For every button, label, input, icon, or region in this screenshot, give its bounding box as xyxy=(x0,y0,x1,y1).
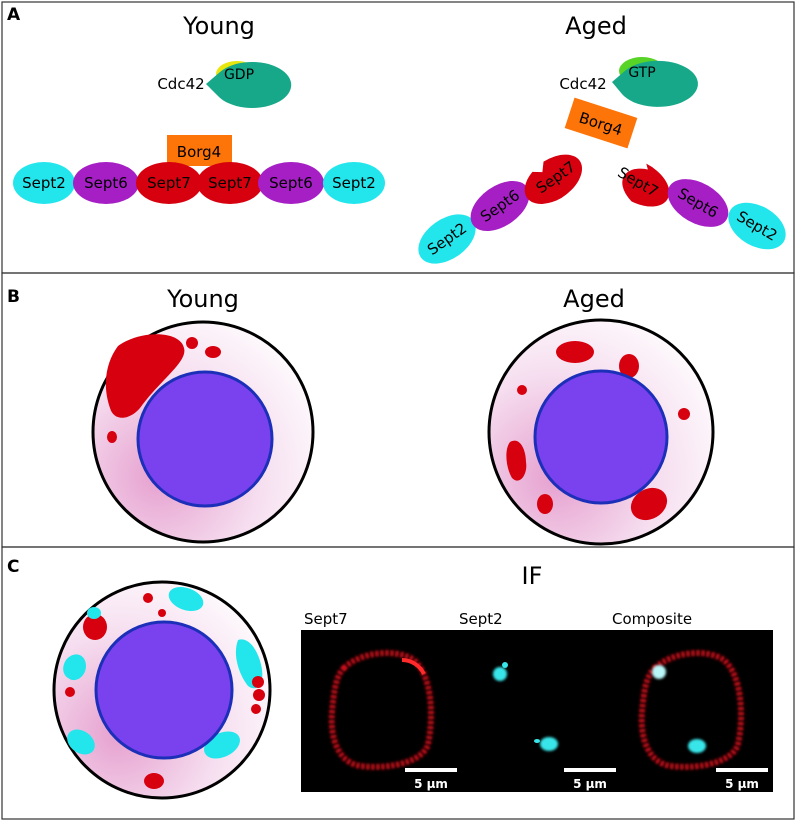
panel-c-if-title: IF xyxy=(522,562,543,590)
panel-a-frame xyxy=(1,1,795,274)
aged-septin-dot-2 xyxy=(678,408,690,420)
panel-c-sept7-dot-4 xyxy=(252,676,264,688)
scale-bar-label-2: 5 µm xyxy=(573,777,607,791)
young-septin-dot-3 xyxy=(107,431,117,443)
panel-c-sept2-blob-2 xyxy=(63,654,86,681)
young-sept2-left-shape xyxy=(13,162,75,204)
if-sept2-spot-3 xyxy=(540,737,558,751)
panel-a-young-title: Young xyxy=(182,12,255,40)
young-sept6-right-shape xyxy=(258,162,324,204)
if-composite-image xyxy=(638,650,745,770)
young-septin-dot-1 xyxy=(186,337,198,349)
if-sept7-bright-spot xyxy=(401,658,426,675)
if-label-composite: Composite xyxy=(612,610,692,628)
young-cdc42-label: Cdc42 xyxy=(157,75,204,93)
panel-a-letter: A xyxy=(7,5,21,25)
panel-a-aged-title: Aged xyxy=(565,12,627,40)
panel-c-sept7-dot-7 xyxy=(144,773,164,789)
aged-gtp-label: GTP xyxy=(628,65,655,81)
if-sept2-image xyxy=(493,662,558,751)
scale-bar-2 xyxy=(564,768,616,772)
if-sept7-ring xyxy=(328,650,435,770)
aged-septin-blob-3 xyxy=(506,440,527,481)
aged-cdc42-complex: Cdc42 GTP Borg4 xyxy=(559,57,698,149)
if-label-sept2: Sept2 xyxy=(459,610,503,628)
young-chain-label-2: Sept6 xyxy=(84,174,128,192)
panel-c-sept7-dot-6 xyxy=(251,704,261,714)
if-sept2-spot-4 xyxy=(534,739,540,743)
aged-right-sept2-shape xyxy=(728,202,786,250)
if-composite-spot-2 xyxy=(688,739,706,753)
panel-c-sept2-blob-3 xyxy=(235,639,263,689)
if-composite-spot-1 xyxy=(652,665,666,679)
young-sept7-right-shape xyxy=(197,162,263,204)
young-chain-label-6: Sept2 xyxy=(332,174,376,192)
panel-c-sept7-dot-5 xyxy=(253,689,265,701)
young-gdp-label: GDP xyxy=(224,67,254,83)
panel-b-young-title: Young xyxy=(166,285,239,313)
panel-c-sept2-blob-4 xyxy=(67,729,95,755)
young-sept7-left-shape xyxy=(136,162,202,204)
panel-c-letter: C xyxy=(7,557,19,577)
aged-nucleus xyxy=(533,369,669,505)
aged-cdc42-shape xyxy=(612,60,698,107)
young-septin-dot-2 xyxy=(205,346,221,358)
young-cell xyxy=(91,320,315,544)
young-chain-label-1: Sept2 xyxy=(22,174,66,192)
aged-septin-dot-1 xyxy=(517,385,527,395)
scale-bar-label-3: 5 µm xyxy=(725,777,759,791)
young-borg4-label: Borg4 xyxy=(177,143,221,161)
aged-septin-blob-1 xyxy=(556,341,594,363)
young-cdc42-shape xyxy=(206,61,292,108)
panel-b-aged-title: Aged xyxy=(563,285,625,313)
aged-septin-blob-5 xyxy=(630,487,668,521)
panel-c-frame xyxy=(1,546,795,820)
aged-septin-blob-2 xyxy=(619,354,639,378)
young-nucleus xyxy=(136,370,274,508)
panel-c-nucleus xyxy=(94,620,234,760)
if-sept2-spot-2 xyxy=(502,662,508,668)
aged-borg4: Borg4 xyxy=(564,97,638,149)
aged-right-filament: Sept7 Sept6 Sept2 xyxy=(615,163,786,250)
panel-c-sept7-dot-1 xyxy=(143,593,153,603)
aged-borg4-shape xyxy=(564,97,638,149)
panel-c-sept7-dot-2 xyxy=(158,609,166,617)
aged-left-sept2-shape xyxy=(418,214,476,264)
young-septin-cluster-large xyxy=(105,334,185,418)
panel-c-sept7-blob-1 xyxy=(83,614,107,640)
if-sept2-spot-1 xyxy=(493,667,507,681)
panel-c-sept2-dot-1 xyxy=(87,607,101,619)
aged-left-sept7-shape xyxy=(524,154,583,204)
aged-septin-blob-4 xyxy=(537,494,553,514)
aged-cell xyxy=(487,318,715,546)
scale-bar-3 xyxy=(716,768,768,772)
if-sept7-image xyxy=(328,650,435,770)
panel-b-letter: B xyxy=(7,287,20,307)
aged-right-sept7-shape xyxy=(622,163,670,207)
aged-left-filament: Sept2 Sept6 Sept7 xyxy=(418,154,583,264)
young-chain-label-4: Sept7 xyxy=(208,174,252,192)
if-label-sept7: Sept7 xyxy=(304,610,348,628)
panel-c-sept7-dot-3 xyxy=(65,687,75,697)
young-septin-filament: Sept2 Sept6 Sept7 Sept7 Sept6 Sept2 xyxy=(13,162,385,204)
panel-c-cell xyxy=(52,580,272,800)
young-borg4-shape xyxy=(167,135,232,166)
if-image-strip xyxy=(301,630,773,792)
aged-cdc42-label: Cdc42 xyxy=(559,75,606,93)
young-cdc42-complex: Cdc42 GDP xyxy=(157,61,292,108)
young-chain-label-3: Sept7 xyxy=(147,174,191,192)
young-sept6-left-shape xyxy=(73,162,139,204)
panel-c-sept2-blob-1 xyxy=(168,586,204,612)
scale-bar-1 xyxy=(405,768,457,772)
aged-left-sept6-shape xyxy=(470,180,530,232)
if-composite-ring xyxy=(638,650,745,770)
aged-right-sept6-shape xyxy=(667,179,729,227)
scale-bar-label-1: 5 µm xyxy=(414,777,448,791)
young-sept2-right-shape xyxy=(323,162,385,204)
young-chain-label-5: Sept6 xyxy=(269,174,313,192)
